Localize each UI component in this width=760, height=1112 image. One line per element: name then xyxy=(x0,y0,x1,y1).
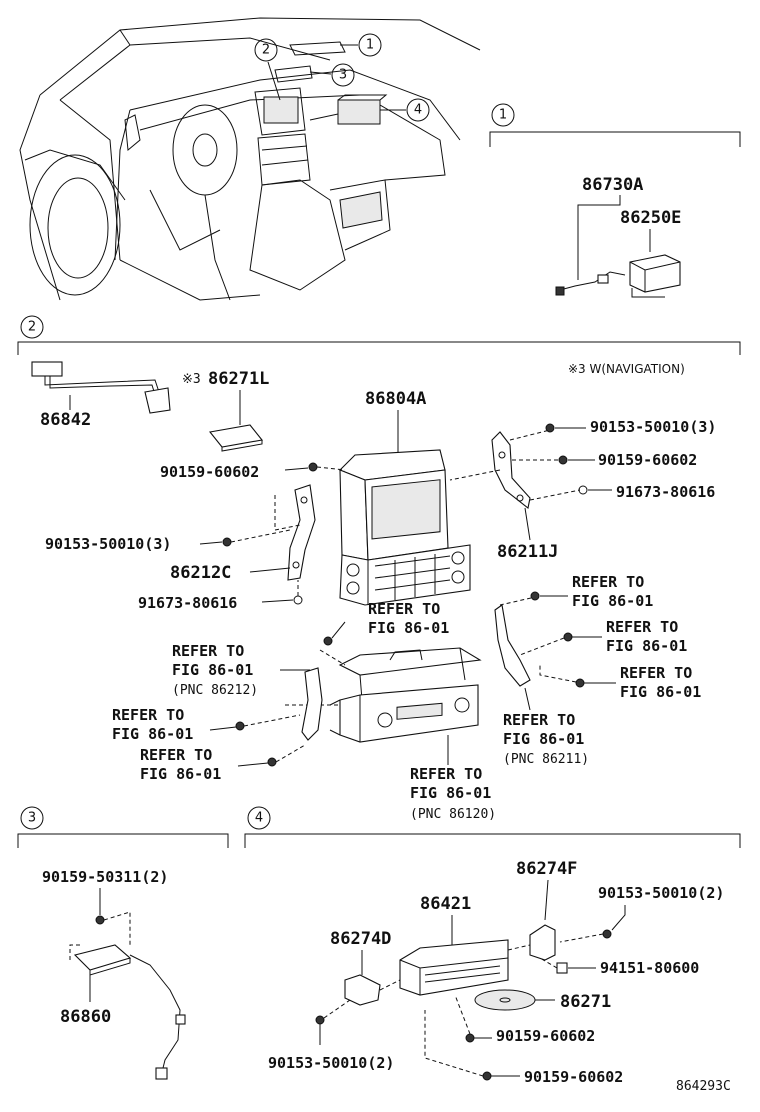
callout-2: 2 xyxy=(254,38,281,101)
svg-text:2: 2 xyxy=(28,320,36,335)
svg-text:※3: ※3 xyxy=(182,372,201,387)
part-86250E-label: 86250E xyxy=(620,208,681,228)
bolt-90159-60602-lower-label: 90159-60602 xyxy=(524,1068,623,1086)
refer-label-2: REFER TO FIG 86-01 xyxy=(331,600,449,639)
refer-label-5: REFER TO FIG 86-01 xyxy=(584,664,701,701)
part-86274D-label: 86274D xyxy=(330,929,391,949)
svg-text:FIG 86-01: FIG 86-01 xyxy=(503,730,584,748)
refer-label-3: REFER TO FIG 86-01 xyxy=(572,618,687,655)
svg-text:FIG 86-01: FIG 86-01 xyxy=(140,765,221,783)
nut-94151-80600-label: 94151-80600 xyxy=(600,959,699,977)
bolt-90153-50010-3-left-label: 90153-50010(3) xyxy=(45,535,171,553)
svg-text:3: 3 xyxy=(339,68,347,83)
screw-91673-80616-right-label: 91673-80616 xyxy=(616,483,715,501)
refer-label-1: REFER TO FIG 86-01 xyxy=(540,573,653,610)
part-86271L-label: 86271L xyxy=(208,369,269,389)
part-86804A-head-unit: 86804A xyxy=(339,389,471,606)
bolt-90159-60602-right-label: 90159-60602 xyxy=(598,451,697,469)
part-86211J-label: 86211J xyxy=(497,542,558,562)
part-86421-label: 86421 xyxy=(420,894,471,914)
bracket-86212C: 86212C xyxy=(170,484,316,583)
svg-text:FIG 86-01: FIG 86-01 xyxy=(112,725,193,743)
svg-text:REFER TO: REFER TO xyxy=(172,642,244,660)
section-1: 1 86730A 86250E xyxy=(489,103,741,298)
bracket-86211J: 86211J xyxy=(449,429,581,562)
svg-text:REFER TO: REFER TO xyxy=(112,706,184,724)
svg-text:REFER TO: REFER TO xyxy=(140,746,212,764)
section-3: 3 90159-50311(2) 86860 xyxy=(17,806,229,1080)
refer-label-8: REFER TO FIG 86-01 (PNC 86211) xyxy=(503,687,589,767)
svg-text:FIG 86-01: FIG 86-01 xyxy=(606,637,687,655)
refer-label-4: REFER TO FIG 86-01 (PNC 86212) xyxy=(172,642,310,698)
bolt-90159-50311-2-label: 90159-50311(2) xyxy=(42,868,168,886)
figure-id: 864293C xyxy=(676,1079,731,1094)
svg-text:REFER TO: REFER TO xyxy=(572,573,644,591)
callout-3: 3 xyxy=(309,63,355,87)
svg-text:FIG 86-01: FIG 86-01 xyxy=(368,619,449,637)
svg-text:FIG 86-01: FIG 86-01 xyxy=(620,683,701,701)
svg-text:(PNC 86212): (PNC 86212) xyxy=(172,683,258,698)
screw-91673-80616-left-label: 91673-80616 xyxy=(138,594,237,612)
reference-head-unit xyxy=(285,647,482,743)
svg-text:FIG 86-01: FIG 86-01 xyxy=(410,784,491,802)
svg-text:FIG 86-01: FIG 86-01 xyxy=(172,661,253,679)
svg-text:2: 2 xyxy=(262,43,270,58)
svg-text:3: 3 xyxy=(28,811,36,826)
part-86804A-label: 86804A xyxy=(365,389,426,409)
section-2: 2 ※3 W(NAVIGATION) 86842 ※3 86271L 86804… xyxy=(17,315,741,822)
svg-text:REFER TO: REFER TO xyxy=(368,600,440,618)
svg-text:4: 4 xyxy=(255,811,263,826)
svg-text:REFER TO: REFER TO xyxy=(620,664,692,682)
refer-label-9: REFER TO FIG 86-01 (PNC 86120) xyxy=(410,735,496,822)
bolt-90159-60602-upper-label: 90159-60602 xyxy=(496,1027,595,1045)
svg-text:REFER TO: REFER TO xyxy=(606,618,678,636)
refer-label-6: REFER TO FIG 86-01 xyxy=(112,706,237,743)
callout-4: 4 xyxy=(380,98,430,122)
part-86842: 86842 xyxy=(31,361,171,430)
callout-1: 1 xyxy=(340,33,382,57)
svg-text:FIG 86-01: FIG 86-01 xyxy=(572,592,653,610)
svg-text:1: 1 xyxy=(366,38,374,53)
svg-text:(PNC 86211): (PNC 86211) xyxy=(503,752,589,767)
part-86860-label: 86860 xyxy=(60,1007,111,1027)
part-86271L: ※3 86271L xyxy=(182,369,269,452)
svg-text:REFER TO: REFER TO xyxy=(503,711,575,729)
section-4: 4 86274F 90153-50010(2) 86421 86274D 941… xyxy=(244,806,741,1086)
refer-label-7: REFER TO FIG 86-01 xyxy=(140,746,269,783)
part-86271-disc-label: 86271 xyxy=(560,992,611,1012)
svg-text:REFER TO: REFER TO xyxy=(410,765,482,783)
part-86730A-label: 86730A xyxy=(582,175,643,195)
bolt-90153-50010-2-left-label: 90153-50010(2) xyxy=(268,1054,394,1072)
svg-text:1: 1 xyxy=(499,108,507,123)
navigation-note: ※3 W(NAVIGATION) xyxy=(568,362,685,376)
part-86842-label: 86842 xyxy=(40,410,91,430)
svg-text:(PNC 86120): (PNC 86120) xyxy=(410,807,496,822)
vehicle-interior-illustration: 1 2 3 4 xyxy=(19,17,481,301)
bolt-90153-50010-3-label: 90153-50010(3) xyxy=(590,418,716,436)
bolt-90159-60602-left-label: 90159-60602 xyxy=(160,463,259,481)
part-86274F-label: 86274F xyxy=(516,859,577,879)
part-86212C-label: 86212C xyxy=(170,563,231,583)
bolt-90153-50010-2-right-label: 90153-50010(2) xyxy=(598,884,724,902)
svg-text:4: 4 xyxy=(414,103,422,118)
